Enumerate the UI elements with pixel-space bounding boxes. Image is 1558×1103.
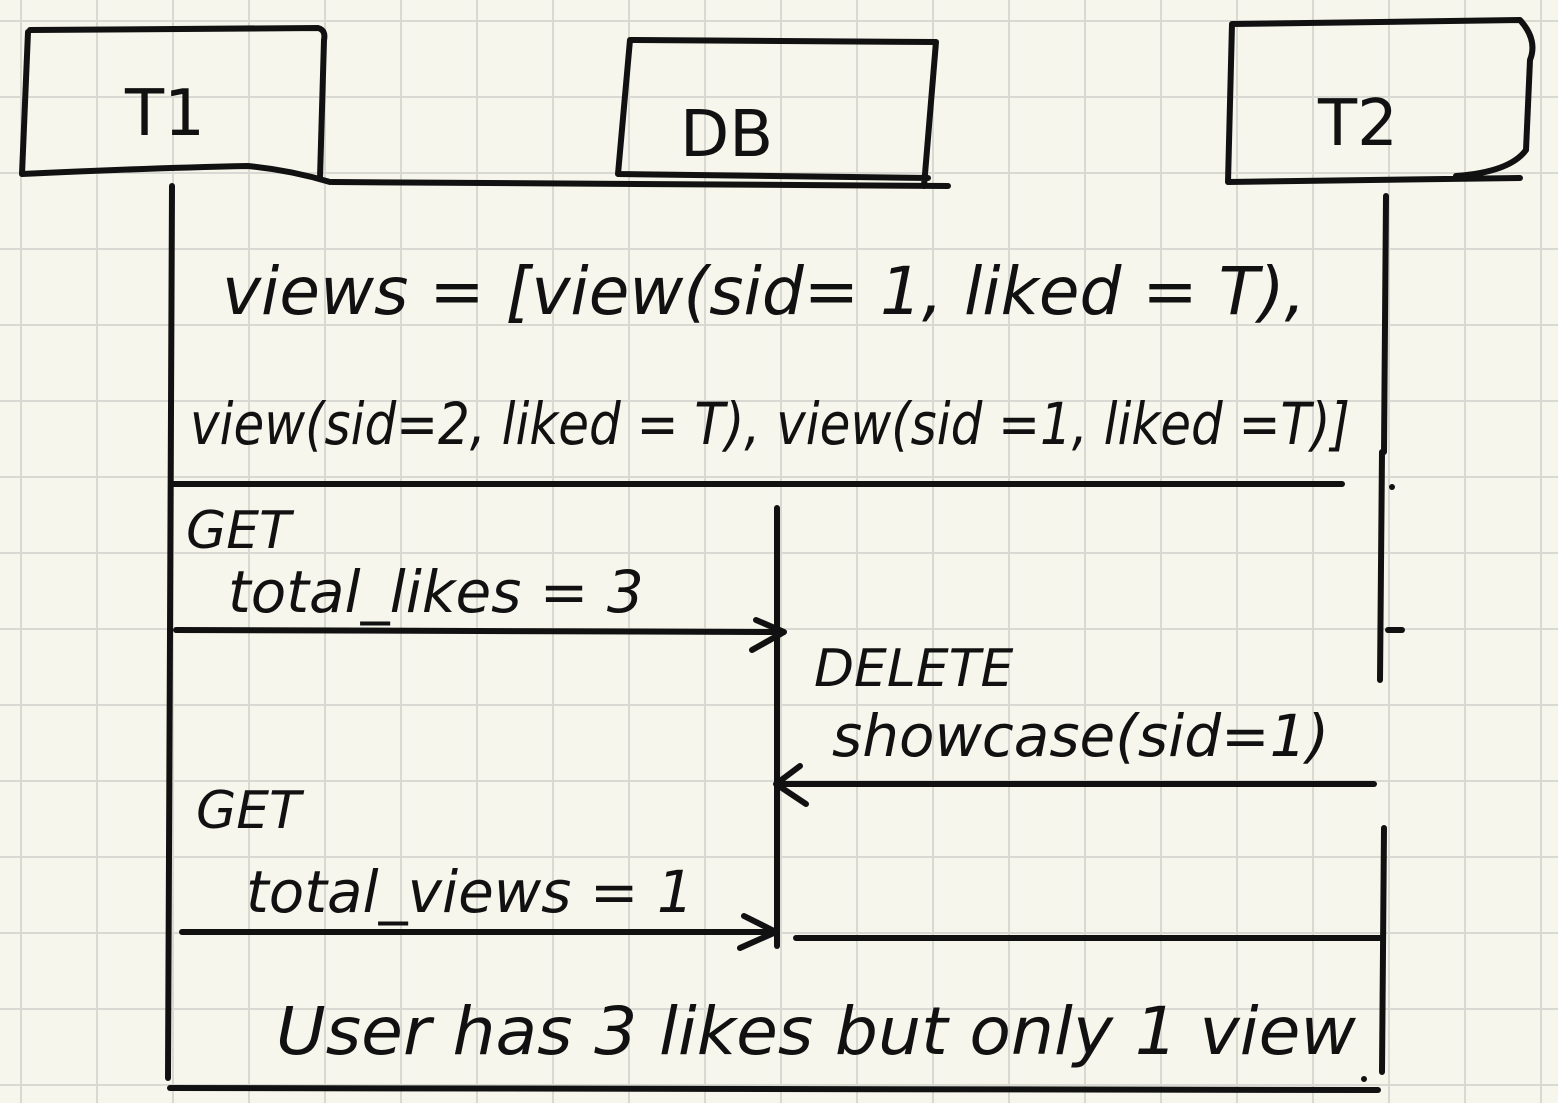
get-likes-arrow-line [173,627,781,635]
delete-verb: DELETE [814,639,1013,699]
state-line-1: views = [view(sid= 1, liked = T), [222,253,1306,330]
participant-t1-label: T1 [124,77,205,151]
get-views-verb: GET [196,781,305,841]
message-get-likes [173,617,787,653]
get-likes-arrowhead [749,617,787,653]
get-views-arrowhead [737,913,779,951]
state-line-2: view(sid=2, liked = T), view(sid =1, lik… [190,390,1350,458]
message-get-views [179,913,779,951]
stray-dot-bottom [1361,1076,1367,1082]
participant-t2-box [1225,17,1536,185]
get-likes-expr: total_likes = 3 [228,558,644,626]
participant-db: DB [615,37,939,189]
lifeline-t2 [1377,193,1389,1075]
stray-dot [1389,484,1395,490]
delete-arrowhead [773,763,809,807]
frame-bottom-line [167,1085,1381,1093]
frame-top-line [329,179,951,189]
conclusion-text: User has 3 likes but only 1 view [276,993,1357,1070]
get-views-expr: total_views = 1 [246,858,694,926]
get-likes-verb: GET [186,501,295,561]
participant-db-box [615,37,939,189]
delete-expr: showcase(sid=1) [832,702,1329,770]
participant-t1: T1 [19,25,333,185]
message-delete [773,763,1377,807]
participant-t2: T2 [1225,17,1536,185]
participant-db-label: DB [680,98,773,172]
participant-t2-label: T2 [1317,87,1398,161]
participant-t1-box [19,25,333,185]
lifeline-t1 [165,183,175,1081]
